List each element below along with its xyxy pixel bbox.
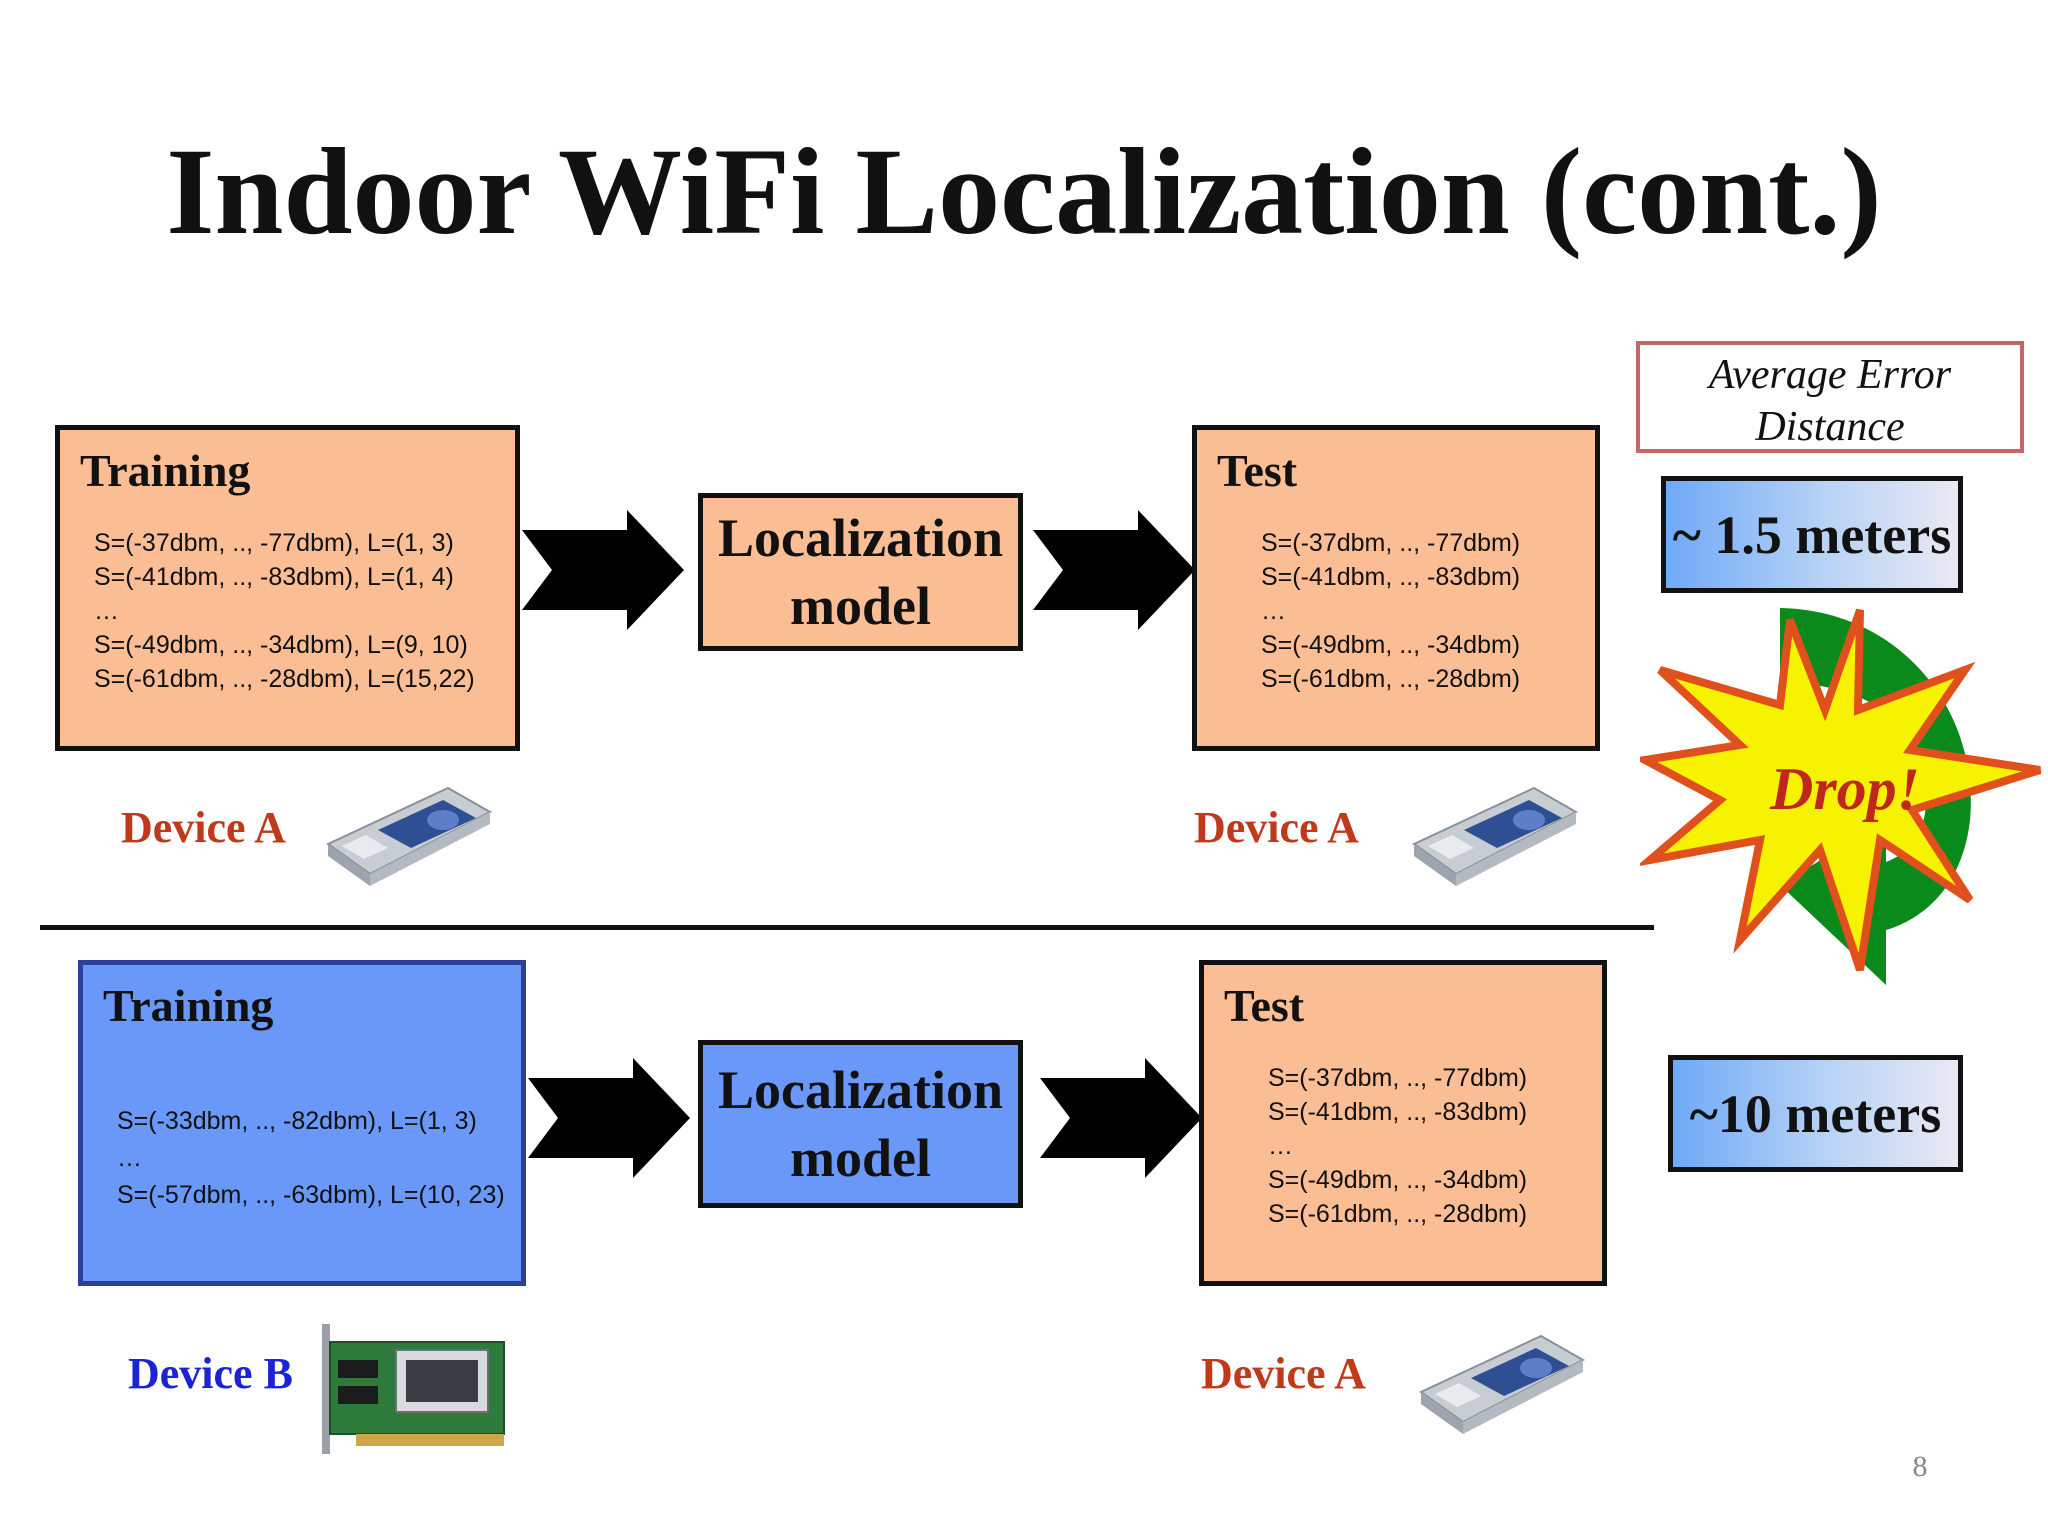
model-label-line2: model xyxy=(789,576,931,636)
localization-model-bottom: Localization model xyxy=(698,1040,1023,1208)
right-arrow-icon xyxy=(1040,1058,1202,1178)
header-line2: Distance xyxy=(1755,404,1905,450)
training-signal-lines: S=(-33dbm, .., -82dbm), L=(1, 3) … S=(-5… xyxy=(117,1107,505,1209)
right-arrow-icon xyxy=(1033,510,1195,630)
error-value-bottom: ~10 meters xyxy=(1668,1055,1963,1172)
training-title: Training xyxy=(103,980,274,1031)
training-box-top: Training S=(-37dbm, .., -77dbm), L=(1, 3… xyxy=(55,425,520,751)
test-device-label: Device A xyxy=(1194,803,1359,852)
test-signal-lines: S=(-37dbm, .., -77dbm) S=(-41dbm, .., -8… xyxy=(1268,1064,1528,1228)
model-label-line1: Localization xyxy=(718,1060,1003,1120)
model-label-line2: model xyxy=(789,1128,931,1188)
localization-model-top: Localization model xyxy=(698,493,1023,651)
pcmcia-wifi-card-icon xyxy=(326,786,493,886)
test-device-label: Device A xyxy=(1201,1349,1366,1398)
page-number: 8 xyxy=(1912,1450,1928,1483)
pci-wifi-card-icon xyxy=(322,1324,505,1454)
slide-title: Indoor WiFi Localization (cont.) xyxy=(166,123,1882,260)
model-label-line1: Localization xyxy=(718,508,1003,568)
test-title: Test xyxy=(1217,445,1298,496)
test-box-bottom: Test S=(-37dbm, .., -77dbm) S=(-41dbm, .… xyxy=(1199,960,1607,1286)
header-line1: Average Error xyxy=(1708,352,1952,398)
error-value-top: ~ 1.5 meters xyxy=(1661,476,1963,593)
training-box-bottom: Training S=(-33dbm, .., -82dbm), L=(1, 3… xyxy=(78,960,526,1286)
starburst-icon xyxy=(1640,608,2042,972)
training-signal-lines: S=(-37dbm, .., -77dbm), L=(1, 3) S=(-41d… xyxy=(94,529,475,693)
training-device-label: Device B xyxy=(128,1349,293,1398)
drop-label: Drop! xyxy=(1769,756,1921,822)
test-signal-lines: S=(-37dbm, .., -77dbm) S=(-41dbm, .., -8… xyxy=(1261,529,1521,693)
pcmcia-wifi-card-icon xyxy=(1412,786,1579,886)
right-arrow-icon xyxy=(528,1058,690,1178)
section-divider xyxy=(40,925,1654,930)
average-error-header: Average Error Distance xyxy=(1636,341,2024,453)
training-device-label: Device A xyxy=(121,803,286,852)
right-arrow-icon xyxy=(522,510,684,630)
pcmcia-wifi-card-icon xyxy=(1419,1334,1586,1434)
test-title: Test xyxy=(1224,980,1305,1031)
test-box-top: Test S=(-37dbm, .., -77dbm) S=(-41dbm, .… xyxy=(1192,425,1600,751)
training-title: Training xyxy=(80,445,251,496)
